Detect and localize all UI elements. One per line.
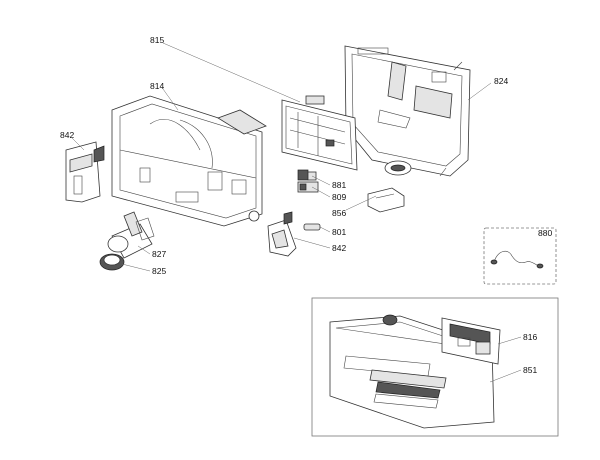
part-809-grommet	[297, 181, 319, 193]
part-825-gear	[99, 253, 125, 271]
callout-825: 825	[152, 266, 166, 276]
part-801-pin	[303, 223, 321, 231]
callout-881: 881	[332, 180, 346, 190]
callout-814: 814	[150, 81, 164, 91]
callout-880: 880	[538, 228, 552, 238]
part-880-box	[483, 227, 557, 285]
callout-809: 809	[332, 192, 346, 202]
part-816-display-board	[441, 317, 501, 365]
part-815-control-board	[281, 95, 358, 171]
part-827-actuator	[107, 211, 155, 259]
part-sensor-ring	[384, 160, 412, 176]
callout-827: 827	[152, 249, 166, 259]
leader-lines	[71, 42, 522, 383]
part-824-rear-cover	[344, 45, 471, 177]
part-842-bracket-center	[267, 211, 297, 257]
part-814-chassis	[111, 95, 267, 227]
part-842-bracket-left	[65, 141, 105, 203]
callout-815: 815	[150, 35, 164, 45]
callout-labels: 815 814 842 824 881 809 856 801 842 827 …	[60, 35, 552, 375]
callout-842-left: 842	[60, 130, 74, 140]
part-881-connector	[297, 169, 317, 181]
callout-856: 856	[332, 208, 346, 218]
part-880-cable	[493, 250, 541, 267]
part-856-handle	[367, 187, 405, 213]
callout-816: 816	[523, 332, 537, 342]
callout-801: 801	[332, 227, 346, 237]
callout-851: 851	[523, 365, 537, 375]
callout-842-center: 842	[332, 243, 346, 253]
callout-824: 824	[494, 76, 508, 86]
part-inset-frame	[311, 297, 559, 437]
